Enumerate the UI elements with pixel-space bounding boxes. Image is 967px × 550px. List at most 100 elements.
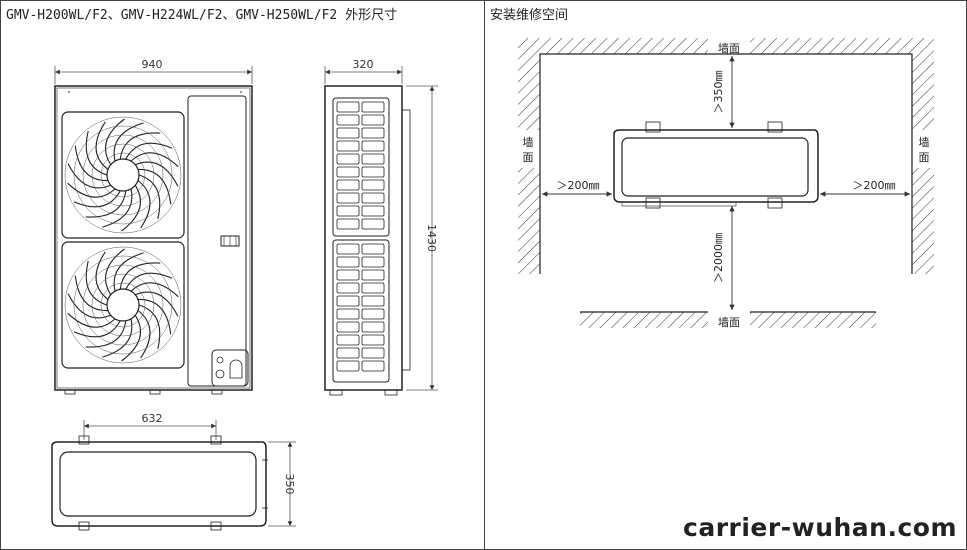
right-wall-upper-hatch — [912, 54, 934, 130]
fan-top-blades — [64, 116, 182, 234]
wall-inner-line — [539, 53, 913, 274]
fan-blade — [105, 248, 125, 295]
front-wall-right-hatch — [750, 312, 876, 328]
back-clearance-label: ＞350㎜ — [712, 71, 725, 114]
grille-slat — [361, 295, 385, 307]
fan-grille-top — [61, 111, 185, 239]
grille-slat — [336, 114, 360, 126]
fan-blade — [135, 291, 179, 317]
fan-blade — [137, 298, 172, 335]
fan-grille-bottom — [61, 241, 185, 369]
grille-slat — [336, 308, 360, 320]
grille-slat — [336, 140, 360, 152]
unit-inner-panel — [621, 137, 809, 197]
left-wall-label-2: 面 — [523, 151, 534, 164]
fan-top-hub — [106, 158, 140, 192]
grille-slat — [361, 256, 385, 268]
fan-blade — [85, 260, 108, 306]
left-panel-title: GMV-H200WL/F2、GMV-H224WL/F2、GMV-H250WL/F… — [6, 8, 398, 23]
fan-blade — [113, 122, 144, 162]
fan-bottom-blades — [64, 246, 182, 364]
fan-guard-ring — [73, 125, 173, 225]
front-clearance-label: ＞2000㎜ — [712, 233, 725, 283]
front-view — [54, 66, 253, 395]
fan-blade — [102, 318, 133, 358]
fan-guard-ring — [64, 246, 182, 364]
fan-blade — [73, 320, 121, 338]
grille-slat — [336, 295, 360, 307]
side-grille-slats — [336, 101, 385, 372]
grille-slat — [336, 101, 360, 113]
fan-guard-ring — [100, 282, 146, 328]
fan-blade — [67, 312, 116, 328]
fan-guard-ring — [82, 134, 164, 216]
fan-blade — [74, 275, 109, 312]
left-wall-lower-hatch — [518, 168, 540, 274]
side-depth-label: 320 — [353, 58, 374, 71]
grille-slat — [361, 282, 385, 294]
fan-blade — [67, 163, 111, 189]
fan-guard-ring — [82, 264, 164, 346]
fan-blade — [137, 310, 151, 359]
top-depth-label: 350 — [283, 474, 296, 495]
fan-blade — [73, 190, 121, 208]
fan-blade — [121, 315, 141, 362]
top-wall-left-hatch — [518, 38, 708, 54]
grille-slat — [361, 192, 385, 204]
grille-slat — [336, 166, 360, 178]
fan-blade — [113, 252, 144, 292]
grille-slat — [361, 218, 385, 230]
grille-slat — [336, 256, 360, 268]
right-wall-label-2: 面 — [919, 151, 930, 164]
grille-slat — [336, 127, 360, 139]
side-view — [324, 66, 438, 396]
front-wall-left-hatch — [580, 312, 708, 328]
fan-guard-ring — [91, 273, 155, 337]
grille-slat — [361, 360, 385, 372]
fan-blade — [85, 320, 127, 348]
installation-space — [518, 38, 934, 328]
fan-blade — [137, 168, 172, 205]
fan-blade — [138, 304, 161, 350]
fan-blade — [130, 152, 179, 168]
grille-slat — [336, 269, 360, 281]
grille-slat — [361, 114, 385, 126]
fan-guard-ring — [64, 116, 182, 234]
grille-slat — [361, 140, 385, 152]
front-width-label: 940 — [142, 58, 163, 71]
grille-slat — [361, 334, 385, 346]
fan-blade — [95, 251, 109, 300]
grille-slat — [361, 153, 385, 165]
grille-slat — [336, 321, 360, 333]
top-wall-right-hatch — [750, 38, 934, 54]
fan-blade — [119, 132, 161, 160]
fan-blade — [74, 145, 109, 182]
unit-outline — [613, 129, 819, 203]
grille-slat — [361, 166, 385, 178]
fan-blade — [125, 142, 173, 160]
fan-blade — [135, 161, 179, 187]
fan-guard-ring — [100, 152, 146, 198]
grille-slat — [361, 205, 385, 217]
top-body-outline — [51, 441, 267, 527]
panel-divider — [484, 0, 485, 550]
top-panel-inner — [59, 451, 257, 517]
grille-slat — [361, 347, 385, 359]
side-grille-bottom — [332, 239, 390, 383]
grille-slat — [336, 243, 360, 255]
right-wall-lower-hatch — [912, 168, 934, 274]
right-clearance-label: ＞200㎜ — [853, 179, 896, 192]
fan-blade — [119, 262, 161, 290]
pipe-connection-panel — [211, 349, 249, 387]
side-grille-top — [332, 97, 390, 237]
grille-slat — [336, 334, 360, 346]
grille-slat — [336, 192, 360, 204]
watermark-text: carrier-wuhan.com — [683, 513, 957, 542]
height-label: 1430 — [425, 224, 438, 252]
left-wall-upper-hatch — [518, 54, 540, 130]
fan-blade — [137, 180, 151, 229]
fan-blade — [105, 118, 125, 165]
grille-slat — [361, 101, 385, 113]
fan-blade — [85, 130, 108, 176]
